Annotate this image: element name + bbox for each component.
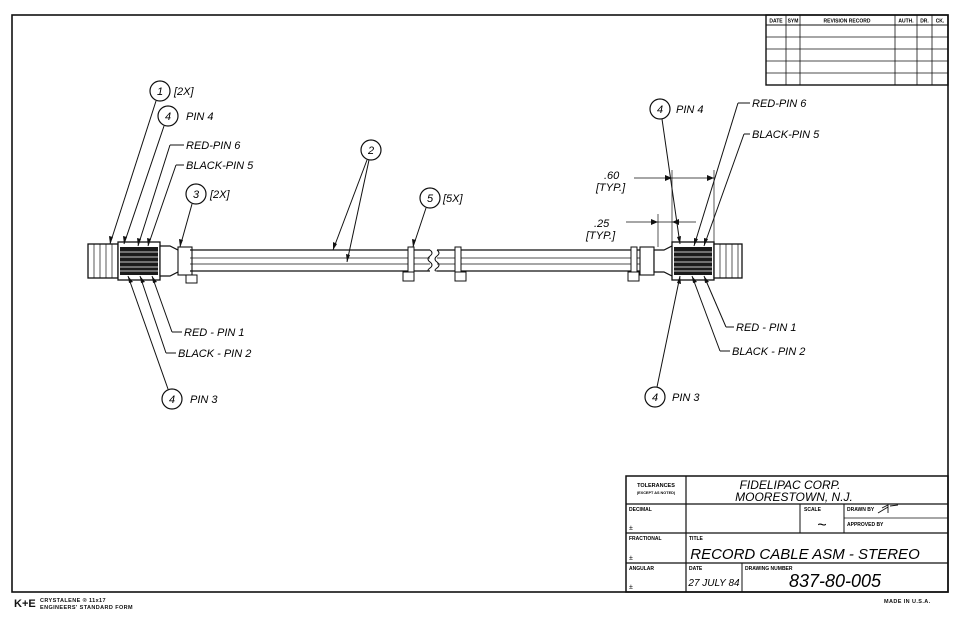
company-name: FIDELIPAC CORP. xyxy=(740,478,841,492)
balloon-4-right-bottom xyxy=(644,386,666,408)
rev-header-dr: DR. xyxy=(920,19,929,25)
scale-label: SCALE xyxy=(804,507,822,513)
balloon-4-left-bottom-number: 4 xyxy=(169,394,175,406)
cable-tie-2 xyxy=(454,246,467,282)
balloon-3-qty: [2X] xyxy=(209,189,231,201)
balloon-4-left-top xyxy=(157,105,179,127)
left-label-pin3: PIN 3 xyxy=(190,394,218,406)
right-connector xyxy=(653,241,743,281)
drawing-title: RECORD CABLE ASM - STEREO xyxy=(690,546,920,563)
tolerances-label: TOLERANCES xyxy=(637,483,675,489)
left-label-black-pin2: BLACK - PIN 2 xyxy=(178,348,251,360)
rev-header-sym: SYM xyxy=(788,19,799,25)
left-label-red-pin6: RED-PIN 6 xyxy=(186,140,241,152)
rev-header-date: DATE xyxy=(769,19,783,25)
dim-60: .60 xyxy=(604,170,620,182)
balloon-4-right-top xyxy=(649,98,671,120)
balloon-4-left-bottom xyxy=(161,388,183,410)
balloon-4-right-top-number: 4 xyxy=(657,104,663,116)
cable-tie-3 xyxy=(627,246,640,282)
right-ferrule xyxy=(639,246,655,276)
right-label-pin4: PIN 4 xyxy=(676,104,704,116)
except-as-noted: (EXCEPT AS NOTED) xyxy=(637,491,676,495)
dim-25: .25 xyxy=(594,218,610,230)
rev-header-ck: CK. xyxy=(936,19,945,25)
date-label: DATE xyxy=(689,566,703,572)
scale-value: ~ xyxy=(817,517,826,534)
balloon-3 xyxy=(185,183,207,205)
balloon-1 xyxy=(149,80,171,102)
left-label-black-pin5: BLACK-PIN 5 xyxy=(186,160,254,172)
center-callouts: 2 5 [5X] xyxy=(332,139,464,263)
cable-assembly xyxy=(87,241,743,284)
sheet-border xyxy=(11,14,949,593)
title-block xyxy=(625,475,949,593)
right-label-red-pin6: RED-PIN 6 xyxy=(752,98,807,110)
title-label: TITLE xyxy=(689,536,704,542)
cable-tie-1 xyxy=(402,246,415,282)
date-value: 27 JULY 84 xyxy=(687,578,740,589)
left-ferrule-tab xyxy=(185,274,198,284)
drawn-by-label: DRAWN BY xyxy=(847,507,875,513)
balloon-5-qty: [5X] xyxy=(442,193,464,205)
balloon-4-left-top-number: 4 xyxy=(165,111,171,123)
balloon-2 xyxy=(360,139,382,161)
decimal-plus-minus: ± xyxy=(629,525,633,532)
balloon-1-number: 1 xyxy=(157,86,163,98)
drawing-number-label: DRAWING NUMBER xyxy=(745,566,793,572)
right-label-pin3: PIN 3 xyxy=(672,392,700,404)
cable-break-right xyxy=(434,249,440,272)
form-line-1: CRYSTALENE ® 11x17 xyxy=(40,598,106,604)
balloon-1-qty: [2X] xyxy=(173,86,195,98)
left-callouts: 1 [2X] 4 PIN 4 RED-PIN 6 BLACK-PIN 5 3 [… xyxy=(109,80,254,410)
form-line-2: ENGINEERS' STANDARD FORM xyxy=(40,605,134,611)
fractional-label: FRACTIONAL xyxy=(629,536,662,542)
dim-60-typ: [TYP.] xyxy=(595,182,626,194)
angular-plus-minus: ± xyxy=(629,584,633,591)
cable-break-left xyxy=(427,249,433,272)
rev-header-record: REVISION RECORD xyxy=(824,19,871,25)
company-location: MOORESTOWN, N.J. xyxy=(735,490,853,504)
balloon-2-number: 2 xyxy=(367,145,374,157)
approved-by-label: APPROVED BY xyxy=(847,522,884,528)
left-label-red-pin1: RED - PIN 1 xyxy=(184,327,245,339)
balloon-5-number: 5 xyxy=(427,193,434,205)
decimal-label: DECIMAL xyxy=(629,507,652,513)
angular-label: ANGULAR xyxy=(629,566,654,572)
right-callouts: 4 PIN 4 RED-PIN 6 BLACK-PIN 5 .60 [TYP.]… xyxy=(585,98,820,408)
revision-block: DATE SYM REVISION RECORD AUTH. DR. CK. xyxy=(765,14,949,86)
right-label-black-pin2: BLACK - PIN 2 xyxy=(732,346,805,358)
left-ferrule xyxy=(177,246,193,276)
drawn-by-initials xyxy=(877,504,899,514)
right-label-red-pin1: RED - PIN 1 xyxy=(736,322,797,334)
fractional-plus-minus: ± xyxy=(629,555,633,562)
left-connector xyxy=(87,241,191,281)
made-in-usa: MADE IN U.S.A. xyxy=(884,599,931,605)
balloon-4-right-bottom-number: 4 xyxy=(652,392,658,404)
dim-25-typ: [TYP.] xyxy=(585,230,616,242)
drawing-number: 837-80-005 xyxy=(789,571,882,591)
right-label-black-pin5: BLACK-PIN 5 xyxy=(752,129,820,141)
balloon-5 xyxy=(419,187,441,209)
rev-header-auth: AUTH. xyxy=(898,19,914,25)
ke-logo: K+E xyxy=(14,598,36,610)
balloon-3-number: 3 xyxy=(193,189,200,201)
left-label-pin4: PIN 4 xyxy=(186,111,214,123)
